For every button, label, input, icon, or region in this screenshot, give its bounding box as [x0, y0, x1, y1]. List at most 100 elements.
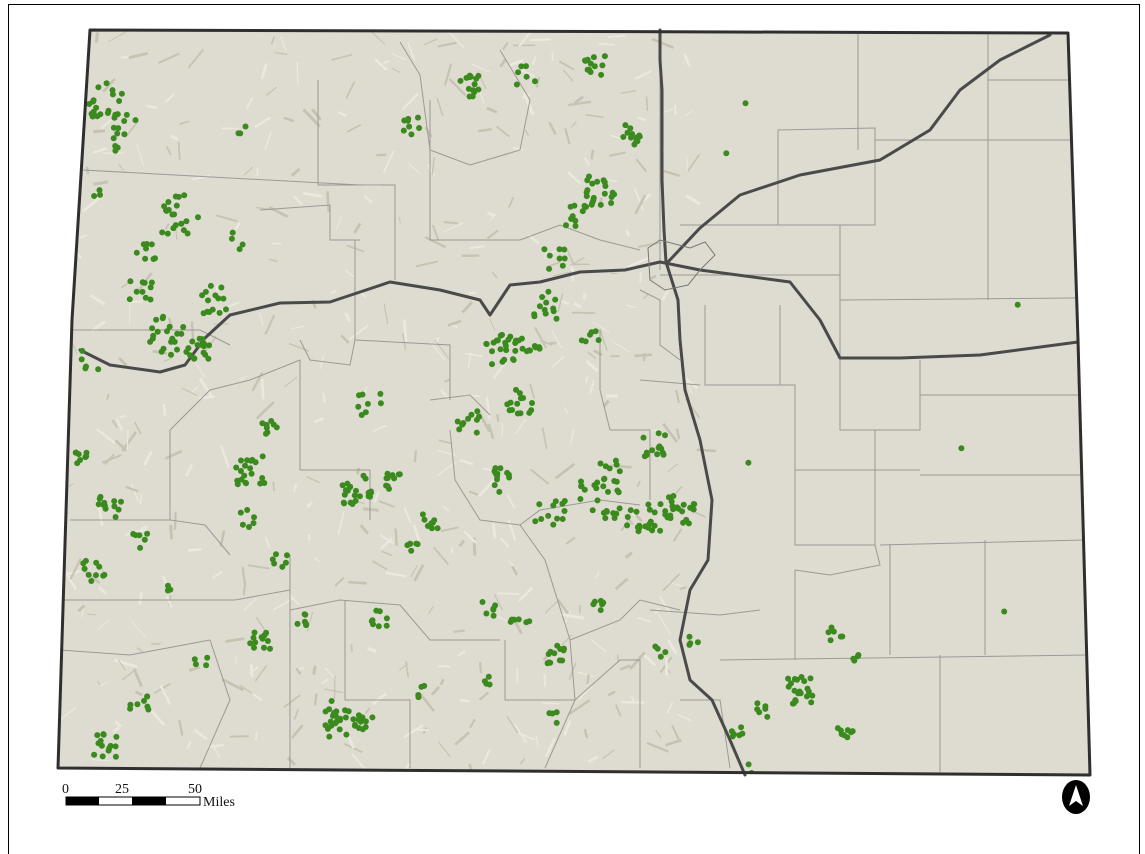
site-point	[76, 451, 82, 457]
site-point	[562, 498, 568, 504]
site-point	[406, 124, 412, 130]
site-point	[116, 98, 122, 104]
site-point	[142, 256, 148, 262]
site-point	[526, 618, 532, 624]
site-point	[557, 646, 563, 652]
site-point	[605, 489, 611, 495]
site-point	[731, 731, 737, 737]
site-point	[206, 309, 212, 315]
site-point	[323, 722, 329, 728]
site-point	[552, 297, 558, 303]
site-point	[828, 637, 834, 643]
site-point	[185, 345, 191, 351]
relief-stroke	[454, 631, 465, 632]
site-point	[835, 725, 841, 731]
site-point	[528, 407, 534, 413]
relief-stroke	[129, 302, 130, 324]
site-point	[624, 522, 630, 528]
site-point	[104, 80, 110, 86]
site-point	[242, 463, 248, 469]
site-point	[1015, 302, 1021, 308]
site-point	[598, 461, 604, 467]
site-point	[492, 482, 498, 488]
relief-stroke	[50, 269, 66, 279]
site-point	[180, 324, 186, 330]
site-point	[91, 193, 97, 199]
site-point	[1001, 609, 1007, 615]
site-point	[633, 138, 639, 144]
site-point	[617, 468, 623, 474]
site-point	[808, 675, 814, 681]
relief-stroke	[309, 534, 310, 540]
site-point	[654, 451, 660, 457]
site-point	[91, 752, 97, 758]
site-point	[520, 346, 526, 352]
site-point	[586, 174, 592, 180]
site-point	[356, 712, 362, 718]
site-point	[144, 693, 150, 699]
site-point	[617, 505, 623, 511]
site-point	[545, 513, 551, 519]
site-point	[377, 391, 383, 397]
site-point	[583, 338, 589, 344]
site-point	[350, 716, 356, 722]
relief-stroke	[55, 518, 61, 521]
site-point	[656, 430, 662, 436]
site-point	[487, 682, 493, 688]
site-point	[133, 117, 139, 123]
site-point	[422, 517, 428, 523]
site-point	[195, 214, 201, 220]
site-point	[230, 230, 236, 236]
site-point	[625, 130, 631, 136]
site-point	[408, 131, 414, 137]
site-point	[326, 706, 332, 712]
site-point	[762, 703, 768, 709]
site-point	[101, 732, 107, 738]
site-point	[602, 191, 608, 197]
site-point	[589, 202, 595, 208]
site-point	[167, 324, 173, 330]
site-point	[141, 241, 147, 247]
relief-stroke	[396, 529, 397, 546]
site-point	[267, 646, 273, 652]
site-point	[383, 483, 389, 489]
site-point	[608, 200, 614, 206]
site-point	[683, 517, 689, 523]
site-point	[723, 150, 729, 156]
site-point	[192, 656, 198, 662]
site-point	[127, 278, 133, 284]
site-point	[355, 404, 361, 410]
relief-stroke	[192, 322, 193, 341]
site-point	[265, 638, 271, 644]
site-point	[604, 508, 610, 514]
site-point	[93, 572, 99, 578]
relief-stroke	[273, 482, 274, 491]
site-point	[295, 621, 301, 627]
site-point	[178, 331, 184, 337]
site-point	[498, 346, 504, 352]
site-point	[261, 645, 267, 651]
site-point	[101, 572, 107, 578]
site-point	[208, 283, 214, 289]
site-point	[560, 263, 566, 269]
site-point	[391, 475, 397, 481]
scale-tick-50: 50	[188, 782, 202, 797]
site-point	[798, 690, 804, 696]
relief-stroke	[314, 666, 315, 675]
site-point	[547, 253, 553, 259]
site-point	[598, 72, 604, 78]
relief-stroke	[497, 593, 519, 594]
scale-tick-0: 0	[62, 782, 69, 797]
site-point	[80, 560, 86, 566]
relief-stroke	[251, 664, 252, 677]
site-point	[480, 599, 486, 605]
site-point	[415, 115, 421, 121]
relief-stroke	[164, 404, 165, 416]
site-point	[695, 639, 701, 645]
site-point	[346, 708, 352, 714]
site-point	[754, 700, 760, 706]
site-point	[598, 607, 604, 613]
site-point	[244, 457, 250, 463]
relief-stroke	[497, 414, 498, 421]
